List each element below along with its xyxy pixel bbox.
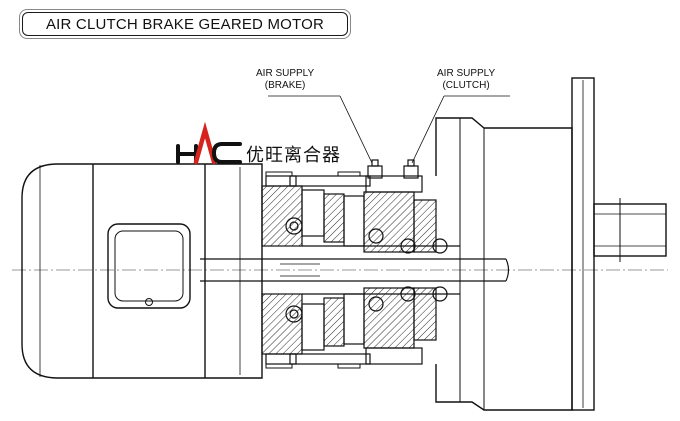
clutch-brake-housing-lower <box>261 286 460 365</box>
motor-body <box>21 163 263 379</box>
callout-air-supply-clutch: AIR SUPPLY (CLUTCH) <box>437 68 495 92</box>
callout-clutch-line1: AIR SUPPLY <box>437 68 496 79</box>
callout-brake-line1: AIR SUPPLY <box>256 68 315 79</box>
air-fitting-brake <box>367 159 383 179</box>
callout-leader-lines <box>268 95 510 164</box>
gearbox-housing <box>435 77 595 411</box>
air-fitting-clutch <box>403 159 419 179</box>
brand-name-chinese: 优旺离合器 <box>246 145 341 166</box>
output-shaft <box>200 258 510 282</box>
terminal-box <box>107 223 191 309</box>
callout-brake-line2: (BRAKE) <box>264 80 306 91</box>
diagram-title: AIR CLUTCH BRAKE GEARED MOTOR <box>45 16 325 33</box>
hac-logo-icon <box>176 121 242 165</box>
clutch-brake-housing-upper <box>261 175 460 254</box>
gearbox-output-shaft <box>593 198 667 262</box>
flange-bolts <box>265 171 361 369</box>
callout-air-supply-brake: AIR SUPPLY (BRAKE) <box>256 68 314 92</box>
callout-clutch-line2: (CLUTCH) <box>442 80 490 91</box>
